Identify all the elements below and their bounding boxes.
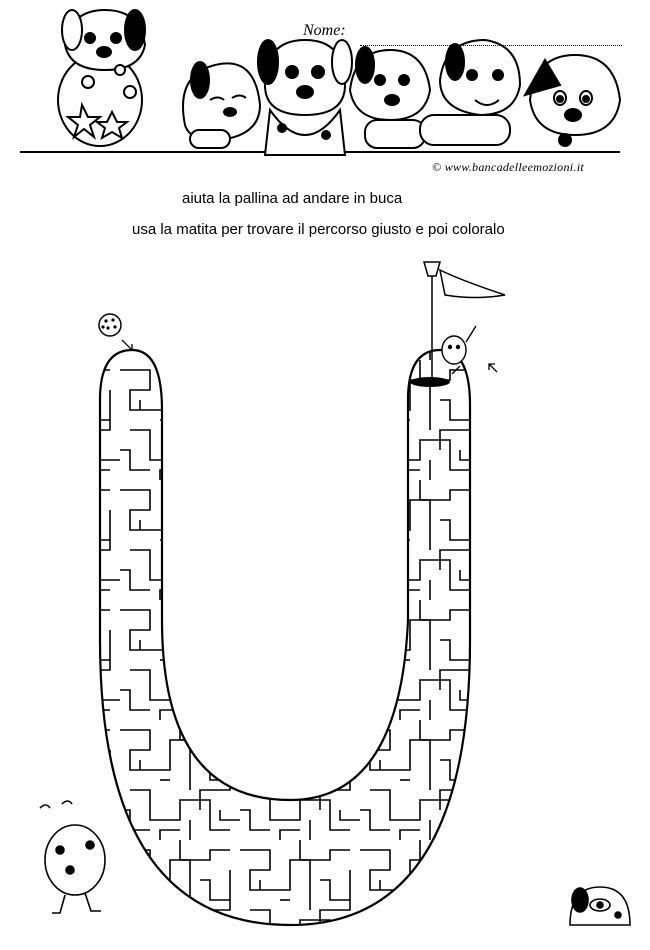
puppy-icon [419, 38, 522, 146]
golf-ball-icon [98, 313, 122, 337]
puppy-icon [522, 53, 622, 147]
instruction-line-1: aiuta la pallina ad andare in buca [182, 190, 403, 207]
puppy-icon [257, 38, 353, 156]
ball-character-icon [441, 325, 477, 375]
golf-hole-icon [410, 377, 450, 387]
golf-flag-icon [423, 261, 506, 380]
puppy-with-ball-icon [57, 8, 147, 147]
puppy-peeking-icon [569, 886, 631, 926]
start-arrow-icon [121, 339, 133, 351]
maze-outline [98, 348, 472, 927]
running-ball-character-icon [39, 800, 106, 914]
puppy-icon [348, 46, 432, 149]
puppies-illustration [20, 8, 622, 156]
puppy-icon [182, 61, 262, 149]
letter-u-maze[interactable] [0, 240, 650, 950]
maze-grid [100, 350, 470, 925]
end-arrow-icon [488, 363, 498, 373]
website-credit: © www.bancadelleemozioni.it [432, 160, 584, 174]
name-field-line[interactable] [360, 45, 622, 46]
instruction-line-2: usa la matita per trovare il percorso gi… [132, 221, 505, 238]
name-label: Nome: [303, 22, 346, 39]
